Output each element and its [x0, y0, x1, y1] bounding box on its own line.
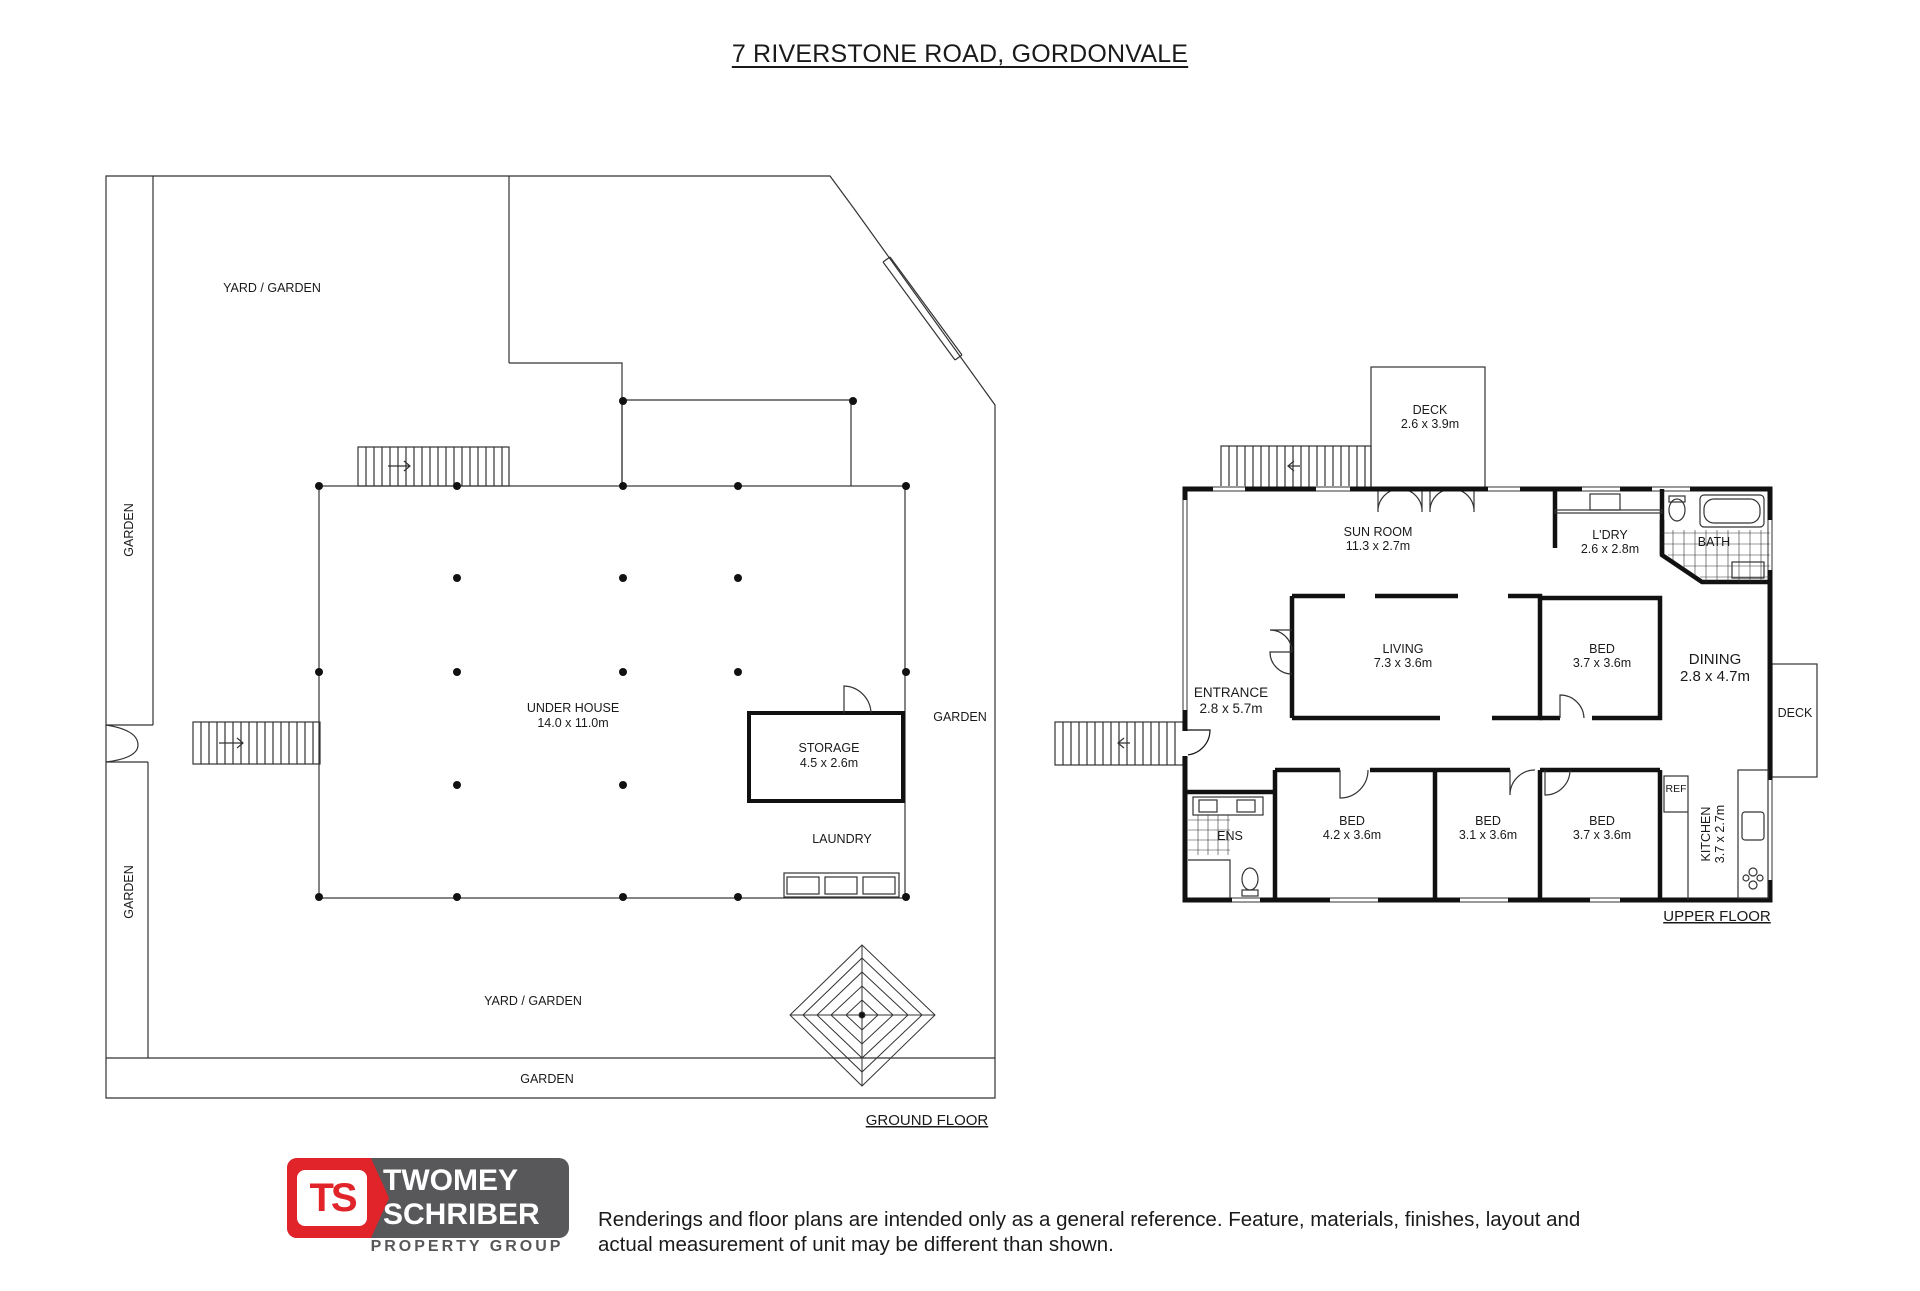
stairs-ground-top — [357, 446, 510, 487]
label-living-size: 7.3 x 3.6m — [1374, 656, 1432, 670]
label-garden-right: GARDEN — [933, 710, 986, 724]
label-bed-1: BED — [1589, 642, 1615, 656]
support-posts — [315, 397, 910, 901]
label-entrance: ENTRANCE — [1194, 685, 1268, 700]
laundry-tubs — [783, 872, 900, 898]
label-laundry: LAUNDRY — [812, 832, 872, 846]
storage-door — [843, 685, 872, 714]
deck-doors — [1377, 488, 1475, 513]
label-yard-top: YARD / GARDEN — [223, 281, 321, 295]
label-bed-2-size: 4.2 x 3.6m — [1323, 828, 1381, 842]
disclaimer-line2: actual measurement of unit may be differ… — [598, 1233, 1114, 1256]
stairs-ground-side — [192, 721, 321, 765]
storage-room — [747, 711, 905, 803]
logo-name: TWOMEY SCHRIBER — [383, 1164, 540, 1232]
label-storage: STORAGE — [799, 741, 860, 755]
label-ground-floor: GROUND FLOOR — [866, 1112, 989, 1129]
stairs-upper-side — [1054, 721, 1184, 766]
deck-side — [1771, 663, 1818, 778]
compass-rose — [789, 944, 936, 1087]
plan-title: 7 RIVERSTONE ROAD, GORDONVALE — [0, 40, 1920, 69]
label-garden-bottom: GARDEN — [520, 1072, 573, 1086]
label-kitchen: KITCHEN — [1699, 807, 1713, 862]
label-garden-left-bottom: GARDEN — [122, 865, 136, 918]
label-deck-top-size: 2.6 x 3.9m — [1401, 417, 1459, 431]
under-house-outline — [318, 485, 906, 899]
label-bed-3-size: 3.1 x 3.6m — [1459, 828, 1517, 842]
logo-name-line2: SCHRIBER — [383, 1198, 540, 1231]
ground-boundary — [105, 175, 996, 1099]
label-sun-room-size: 11.3 x 2.7m — [1346, 539, 1410, 553]
label-bed-1-size: 3.7 x 3.6m — [1573, 656, 1631, 670]
bathtub — [1699, 494, 1765, 528]
logo-subtitle: PROPERTY GROUP — [370, 1238, 564, 1255]
label-dining: DINING — [1689, 651, 1742, 668]
label-laundry-upper-size: 2.6 x 2.8m — [1581, 542, 1639, 556]
upper-floor-plan — [1054, 366, 1818, 903]
label-entrance-size: 2.8 x 5.7m — [1199, 701, 1262, 716]
toilet-bath — [1668, 498, 1686, 522]
logo-badge: TS TWOMEY SCHRIBER — [287, 1158, 569, 1238]
gate-diagonal — [882, 256, 963, 361]
kitchen-bench — [1663, 769, 1769, 900]
stairs-upper-top — [1220, 445, 1372, 490]
exterior-walls — [1182, 486, 1773, 903]
bath-tiles — [1662, 530, 1770, 582]
interior-walls — [1185, 489, 1770, 900]
label-bed-3: BED — [1475, 814, 1501, 828]
label-dining-size: 2.8 x 4.7m — [1680, 668, 1750, 685]
label-living: LIVING — [1383, 642, 1424, 656]
label-deck-side: DECK — [1778, 706, 1813, 720]
plan-title-text: 7 RIVERSTONE ROAD, GORDONVALE — [731, 40, 1189, 68]
label-under-house: UNDER HOUSE — [527, 701, 619, 715]
label-deck-top: DECK — [1413, 403, 1448, 417]
disclaimer-line1: Renderings and floor plans are intended … — [598, 1208, 1581, 1231]
bath-vanity — [1731, 561, 1765, 579]
label-bed-4: BED — [1589, 814, 1615, 828]
entrance-door — [1184, 729, 1211, 756]
label-sun-room: SUN ROOM — [1344, 525, 1413, 539]
interior-doors — [1269, 629, 1585, 799]
label-under-house-size: 14.0 x 11.0m — [537, 716, 608, 730]
ground-floor-site — [105, 175, 996, 1099]
label-yard-bottom: YARD / GARDEN — [484, 994, 582, 1008]
ensuite-fixtures — [1188, 796, 1264, 898]
label-storage-size: 4.5 x 2.6m — [800, 756, 858, 770]
label-bed-4-size: 3.7 x 3.6m — [1573, 828, 1631, 842]
company-logo: TS TWOMEY SCHRIBER PROPERTY GROUP — [287, 1158, 569, 1258]
pergola-outline — [622, 399, 852, 486]
logo-name-line1: TWOMEY — [383, 1164, 518, 1197]
gate-left — [105, 724, 139, 763]
laundry-sink — [1589, 493, 1621, 511]
label-upper-floor: UPPER FLOOR — [1663, 908, 1771, 925]
disclaimer: Renderings and floor plans are intended … — [598, 1207, 1698, 1257]
upper-labels: DECK 2.6 x 3.9m SUN ROOM 11.3 x 2.7m L'D… — [1194, 403, 1813, 925]
label-kitchen-size: 3.7 x 2.7m — [1713, 805, 1727, 863]
label-garden-left-top: GARDEN — [122, 503, 136, 556]
label-fridge: REF — [1666, 783, 1687, 795]
label-bath: BATH — [1698, 535, 1730, 549]
label-bed-2: BED — [1339, 814, 1365, 828]
logo-mark: TS — [297, 1170, 367, 1226]
label-ensuite: ENS — [1217, 829, 1243, 843]
ground-labels: YARD / GARDEN YARD / GARDEN GARDEN GARDE… — [122, 281, 988, 1129]
label-laundry-upper: L'DRY — [1592, 528, 1628, 542]
